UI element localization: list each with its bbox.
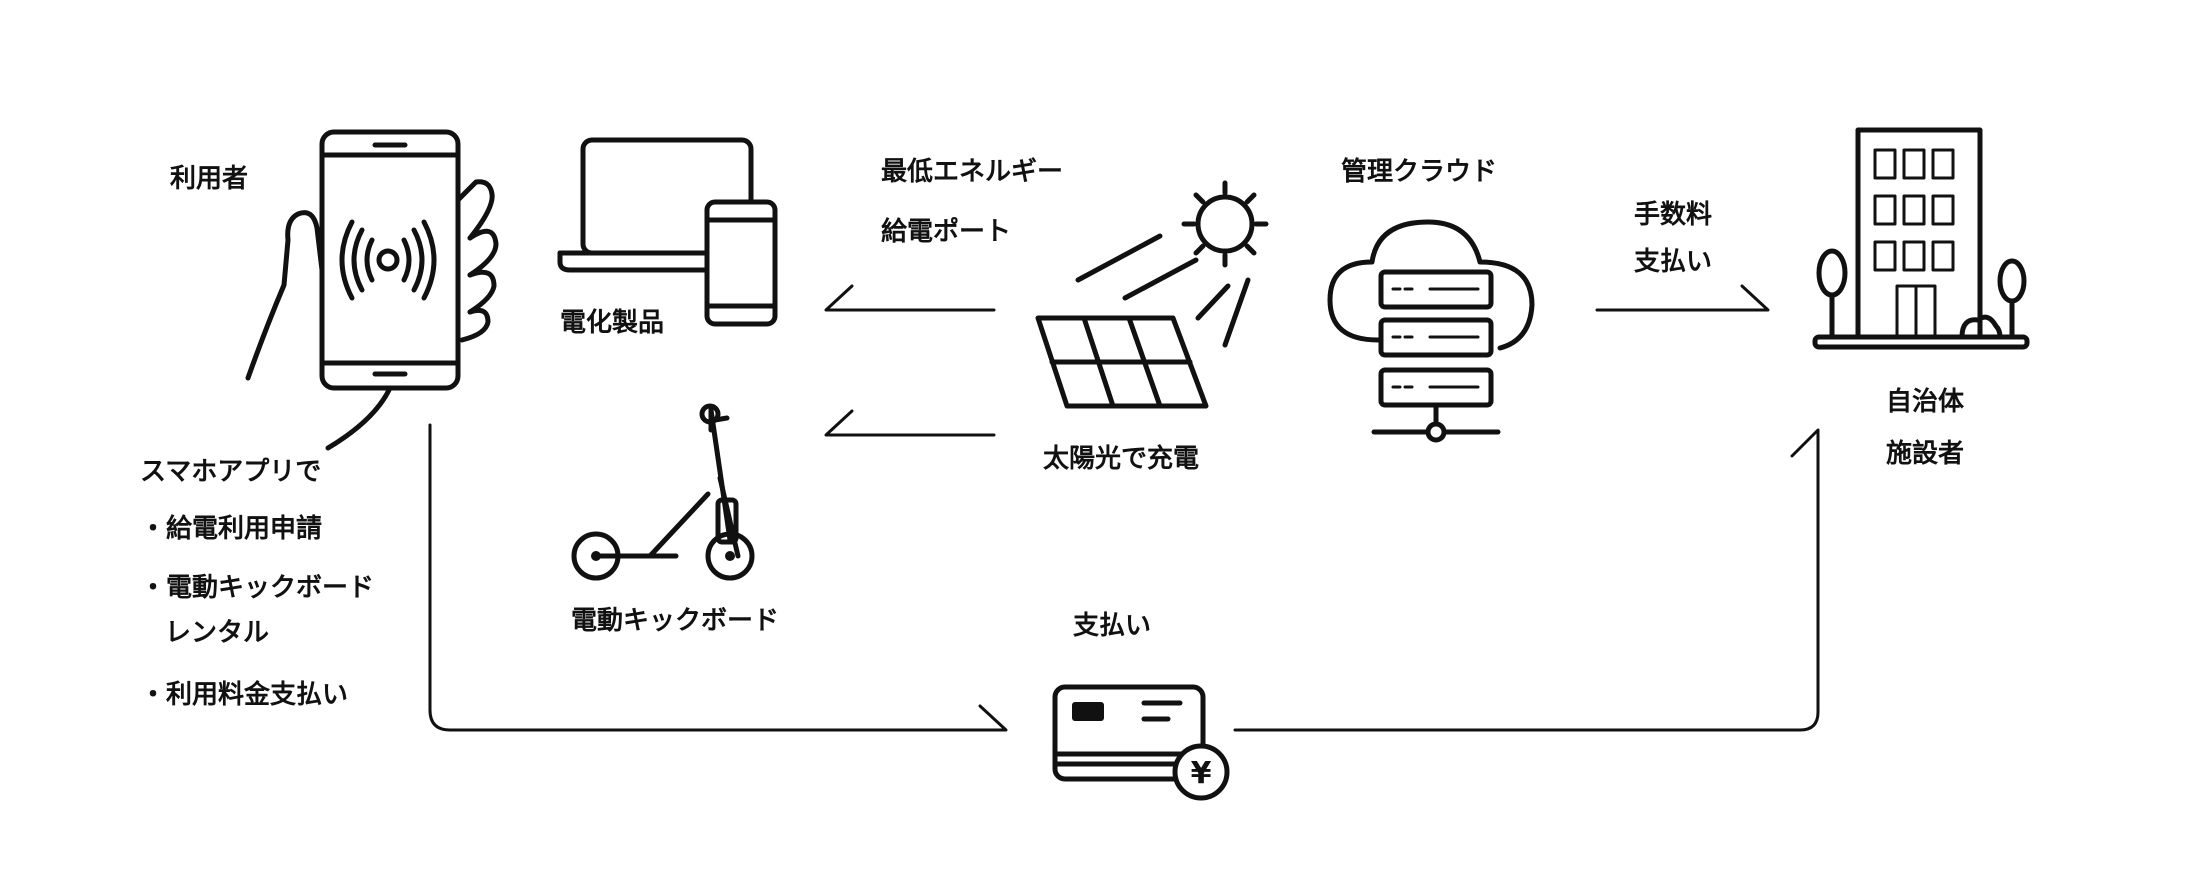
municipality-label-1: 自治体	[1886, 386, 1965, 417]
arrow-solar-to-electronics	[824, 284, 996, 312]
arrow-user-to-payment	[428, 423, 1008, 732]
fee-label-1: 手数料	[1634, 200, 1712, 230]
cloud-server-icon	[1327, 219, 1535, 443]
energy-port-title-2: 給電ポート	[881, 216, 1011, 247]
arrow-payment-to-municipality	[1233, 428, 1820, 732]
app-heading: スマホアプリで	[140, 457, 321, 487]
laptop-phone-icon	[557, 137, 778, 327]
app-bullet-scooter-rental: ・電動キックボード	[140, 573, 374, 603]
hand-phone-nfc-icon	[245, 129, 499, 451]
scooter-icon	[571, 403, 755, 581]
fee-label-2: 支払い	[1634, 247, 1712, 277]
solar-panel-sun-icon	[1035, 180, 1269, 409]
yen-symbol: ¥	[1191, 756, 1212, 791]
solar-label: 太陽光で充電	[1043, 443, 1199, 474]
energy-port-title-1: 最低エネルギー	[881, 157, 1063, 187]
app-bullet-scooter-rental-cont: レンタル	[165, 618, 269, 648]
cloud-label: 管理クラウド	[1341, 157, 1497, 187]
app-bullet-fee-payment: ・利用料金支払い	[140, 679, 348, 710]
scooter-label: 電動キックボード	[571, 606, 779, 636]
card-yen-icon: ¥	[1052, 684, 1230, 801]
user-title: 利用者	[170, 164, 248, 194]
arrow-cloud-to-municipality	[1595, 284, 1770, 312]
app-bullet-power-request: ・給電利用申請	[140, 513, 322, 544]
payment-label: 支払い	[1073, 611, 1151, 641]
electronics-label: 電化製品	[560, 308, 664, 338]
building-icon	[1812, 127, 2030, 350]
arrow-solar-to-scooter	[824, 409, 996, 437]
municipality-label-2: 施設者	[1886, 438, 1964, 469]
